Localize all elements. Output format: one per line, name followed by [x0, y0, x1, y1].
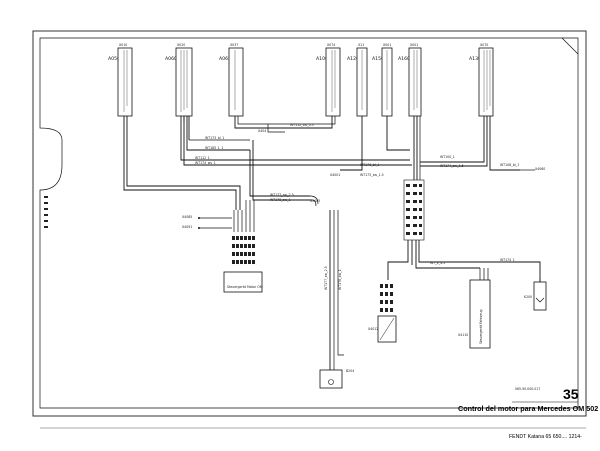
svg-text:WT112_sw_0.5: WT112_sw_0.5: [290, 123, 314, 127]
svg-text:WT100_1: WT100_1: [440, 155, 455, 159]
svg-text:WT173_bl_1: WT173_bl_1: [205, 136, 224, 140]
connector-a150: X001 A150: [372, 43, 393, 117]
svg-text:WT108_bl_1: WT108_bl_1: [500, 163, 519, 167]
corner-diagonal: [561, 37, 579, 55]
inner-frame: [39, 37, 579, 409]
svg-text:A130: A130: [469, 56, 481, 62]
vehicle-control-module: Steuergerät Fahrzeug X4110: [458, 279, 491, 349]
title-block: 065.90.000.017 35 Control del motor para…: [458, 386, 598, 440]
svg-text:X4085: X4085: [182, 215, 192, 219]
label-x404: X404: [258, 129, 266, 133]
svg-text:WT174_1: WT174_1: [500, 258, 515, 262]
svg-text:X4110: X4110: [458, 333, 468, 337]
engine-control-module: X4085 X4091 Steuergerät Motor OM: [182, 215, 263, 293]
svg-text:A065: A065: [219, 56, 231, 62]
svg-text:WT185_1_1: WT185_1_1: [205, 146, 223, 150]
svg-text:X010: X010: [119, 43, 127, 47]
svg-text:X001: X001: [410, 43, 418, 47]
svg-text:B204: B204: [346, 369, 354, 373]
svg-text:A160: A160: [398, 56, 410, 62]
connector-a060: X020 A060: [165, 43, 193, 117]
connector-a130: X070 A130: [469, 43, 494, 117]
svg-text:A100: A100: [316, 56, 328, 62]
svg-text:X11: X11: [358, 43, 364, 47]
svg-text:A050: A050: [108, 56, 120, 62]
svg-text:A060: A060: [165, 56, 177, 62]
svg-text:WT112_1: WT112_1: [195, 156, 210, 160]
sensor-b204: B204: [319, 369, 354, 389]
junction-block-center: [403, 179, 425, 241]
svg-text:WT176_bl_1: WT176_bl_1: [360, 163, 379, 167]
wire-labels: WT173_bl_1 WT185_1_1 WT112_1 WT174_ws_1 …: [195, 123, 519, 265]
svg-text:WT178_sw_1: WT178_sw_1: [270, 198, 291, 202]
svg-text:A120: A120: [347, 56, 359, 62]
drop-wire-label-2: WT178_sw_1: [338, 269, 342, 290]
svg-text:WT173_sw_1.5: WT173_sw_1.5: [360, 173, 384, 177]
connector-a160: X001 A160: [398, 43, 422, 117]
svg-text:X074: X074: [327, 43, 335, 47]
svg-text:X4012: X4012: [368, 327, 378, 331]
label-x4060: X4060: [535, 167, 545, 171]
drop-wire-label: WT177_sw_2.5: [324, 266, 328, 290]
page-number: 35: [563, 386, 579, 402]
connector-a065: X037 A065: [219, 43, 244, 117]
svg-text:X001: X001: [383, 43, 391, 47]
label-x4001: X4001: [330, 173, 340, 177]
svg-text:K200: K200: [524, 295, 532, 299]
connector-block-lower: X4012: [368, 284, 397, 343]
sheet-footer: FENDT Katana 65 650.... 1214-: [509, 434, 582, 440]
connector-a050: X010 A050: [108, 43, 133, 117]
svg-text:X037: X037: [230, 43, 238, 47]
svg-text:Steuergerät Motor OM: Steuergerät Motor OM: [227, 285, 263, 289]
svg-text:WT174_sw_1.5: WT174_sw_1.5: [440, 164, 464, 168]
connector-a100: X074 A100: [316, 43, 341, 117]
svg-text:065.90.000.017: 065.90.000.017: [515, 387, 540, 391]
svg-text:X020: X020: [177, 43, 185, 47]
ground-symbol: K200: [524, 278, 547, 311]
margin-marks: [44, 196, 48, 228]
svg-text:X4091: X4091: [182, 225, 192, 229]
svg-text:WT177_sw_2.5: WT177_sw_2.5: [270, 193, 294, 197]
sheet-title: Control del motor para Mercedes OM 502: [458, 404, 598, 413]
svg-text:Steuergerät Fahrzeug: Steuergerät Fahrzeug: [479, 310, 483, 344]
svg-text:WT_x_4.5: WT_x_4.5: [430, 261, 445, 265]
svg-text:X070: X070: [480, 43, 488, 47]
outer-frame: [32, 30, 587, 417]
svg-text:A150: A150: [372, 56, 384, 62]
wire-network: [123, 116, 541, 370]
connector-a120: X11 A120: [347, 43, 368, 117]
label-x5085: X5085: [310, 199, 320, 203]
svg-text:WT174_ws_1: WT174_ws_1: [195, 161, 216, 165]
